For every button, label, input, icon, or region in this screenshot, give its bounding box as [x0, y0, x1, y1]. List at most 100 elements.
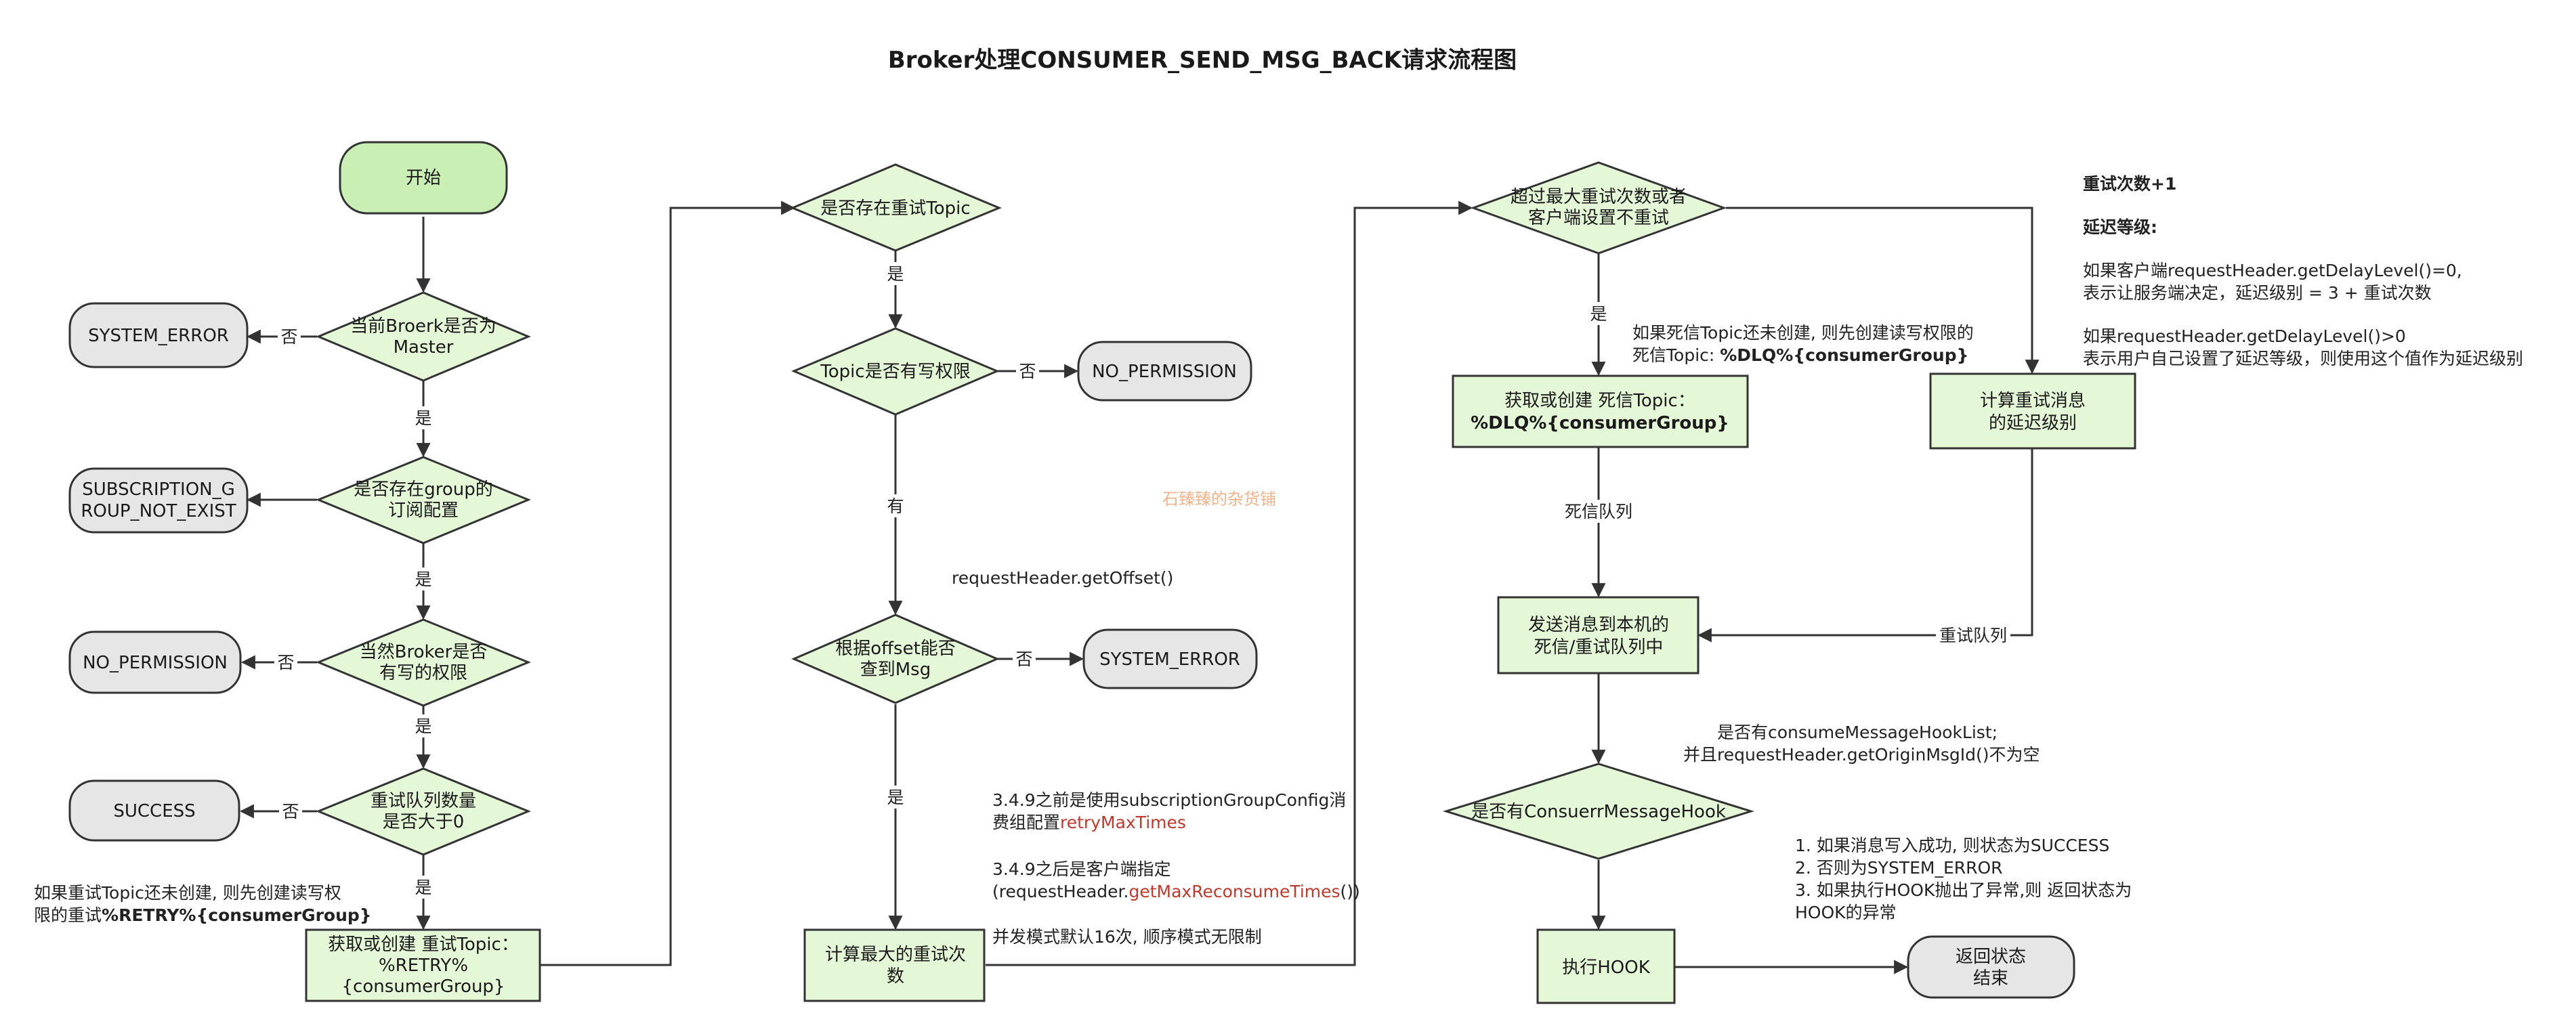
has-retry-topic-label: 是否存在重试Topic	[820, 198, 970, 219]
note-line: (requestHeader.getMaxReconsumeTimes())	[992, 882, 1360, 901]
note-bold-text: %DLQ%{consumerGroup}	[1720, 345, 1968, 365]
delay-level-line2: 的延迟级别	[1989, 413, 2077, 433]
no-permission-label: NO_PERMISSION	[1092, 362, 1237, 382]
note-line: 如果客户端requestHeader.getDelayLevel()=0,	[2083, 261, 2462, 280]
is-master-line2: Master	[394, 337, 454, 358]
edge-label-yes: 是	[415, 878, 431, 897]
note-delay-level: 重试次数+1 延迟等级: 如果客户端requestHeader.getDelay…	[2082, 174, 2523, 368]
edge-label-yes: 是	[415, 716, 431, 736]
broker-writable-line1: 当然Broker是否	[360, 642, 488, 662]
is-master-line1: 当前Broerk是否为	[350, 316, 497, 337]
no-permission-label: NO_PERMISSION	[83, 653, 228, 673]
edge-delay-to-send	[1697, 449, 2033, 643]
note-red-text: getMaxReconsumeTimes	[1128, 882, 1340, 901]
retry-topic-line2: %RETRY%	[379, 956, 468, 976]
max-retry-line2: 数	[887, 966, 904, 987]
edge-maxretry-to-col3	[986, 200, 1473, 966]
subscription-line1: SUBSCRIPTION_G	[82, 479, 235, 500]
note-line: 费组配置	[992, 813, 1060, 832]
return-status-line2: 结束	[1973, 968, 2008, 989]
retry-topic-line1: 获取或创建 重试Topic：	[328, 935, 519, 955]
note-version: 3.4.9之前是使用subscriptionGroupConfig消 费组配置r…	[992, 790, 1360, 947]
send-queue-line1: 发送消息到本机的	[1528, 615, 1669, 635]
start-label: 开始	[406, 168, 441, 188]
exec-hook-label: 执行HOOK	[1562, 958, 1650, 978]
node-system-error-1: SYSTEM_ERROR	[68, 302, 249, 368]
node-subscription-group-not-exist: SUBSCRIPTION_G ROUP_NOT_EXIST	[68, 467, 249, 534]
note-line: 如果requestHeader.getDelayLevel()>0	[2083, 326, 2406, 346]
note-line: 1. 如果消息写入成功, 则状态为SUCCESS	[1795, 836, 2109, 855]
note-line: 限的重试	[34, 905, 102, 925]
decision-topic-writable: Topic是否有写权限	[791, 327, 1000, 416]
decision-has-group-config: 是否存在group的 订阅配置	[316, 456, 531, 544]
note-line: 费组配置retryMaxTimes	[992, 813, 1186, 832]
exceed-line1: 超过最大重试次数或者	[1511, 187, 1687, 207]
process-calc-delay-level: 计算重试消息 的延迟级别	[1929, 372, 2136, 450]
edge-label-has: 有	[887, 496, 904, 516]
note-line: 限的重试%RETRY%{consumerGroup}	[34, 905, 372, 925]
note-hook-condition: 是否有consumeMessageHookList; 并且requestHead…	[1683, 723, 2040, 765]
max-retry-line1: 计算最大的重试次	[825, 945, 966, 965]
note-retry-topic: 如果重试Topic还未创建, 则先创建读写权 限的重试%RETRY%{consu…	[34, 883, 372, 925]
edge-label-yes: 是	[887, 264, 904, 284]
note-line: ())	[1340, 882, 1360, 901]
system-error-label: SYSTEM_ERROR	[88, 326, 229, 346]
edge-retrytopic-to-col2	[541, 200, 796, 966]
note-line: 并发模式默认16次, 顺序模式无限制	[992, 927, 1262, 947]
node-no-permission-2: NO_PERMISSION	[1077, 341, 1252, 402]
note-red-text: retryMaxTimes	[1060, 813, 1186, 832]
note-line: 死信Topic:	[1632, 345, 1720, 365]
dlq-topic-line2: %DLQ%{consumerGroup}	[1471, 413, 1729, 433]
edge-label-yes: 是	[415, 408, 431, 428]
offset-line2: 查到Msg	[860, 660, 931, 680]
dlq-topic-line1: 获取或创建 死信Topic：	[1504, 391, 1695, 411]
decision-has-hook: 是否有ConsuerrMessageHook	[1442, 763, 1755, 860]
decision-retry-queue-gt0: 重试队列数量 是否大于0	[316, 767, 531, 856]
process-send-to-queue: 发送消息到本机的 死信/重试队列中	[1497, 596, 1699, 674]
diagram-title: Broker处理CONSUMER_SEND_MSG_BACK请求流程图	[888, 47, 1517, 74]
edge-label-dlq-queue: 死信队列	[1565, 502, 1632, 521]
has-hook-label: 是否有ConsuerrMessageHook	[1471, 802, 1726, 822]
note-line: 3. 如果执行HOOK抛出了异常,则 返回状态为	[1795, 880, 2132, 900]
edge-label-no: 否	[282, 802, 299, 821]
note-line: 2. 否则为SYSTEM_ERROR	[1795, 858, 2003, 878]
note-line: 如果死信Topic还未创建, 则先创建读写权限的	[1632, 323, 1974, 343]
decision-find-msg-by-offset: 根据offset能否 查到Msg	[791, 614, 1000, 704]
decision-has-retry-topic: 是否存在重试Topic	[790, 163, 1002, 252]
note-line: HOOK的异常	[1795, 903, 1897, 922]
note-line: (requestHeader.	[992, 882, 1128, 901]
delay-level-line1: 计算重试消息	[1980, 391, 2086, 411]
note-line: 表示让服务端决定，延迟级别 = 3 + 重试次数	[2083, 283, 2432, 303]
system-error-label: SYSTEM_ERROR	[1099, 649, 1240, 670]
edge-label-no: 否	[277, 653, 294, 672]
process-calc-max-retry: 计算最大的重试次 数	[803, 928, 986, 1002]
edge-labels: 否 是 是 否 是 否 是 是 否 有 否 是 是 死信队列 重试队列	[274, 262, 2010, 899]
decision-exceed-max-retry: 超过最大重试次数或者 客户端设置不重试	[1470, 161, 1727, 255]
node-return-status: 返回状态 结束	[1907, 935, 2075, 999]
note-line: 表示用户自己设置了延迟等级，则使用这个值作为延迟级别	[2083, 349, 2523, 368]
group-config-line1: 是否存在group的	[354, 479, 493, 500]
edge-label-yes: 是	[415, 570, 431, 589]
process-get-dlq-topic: 获取或创建 死信Topic： %DLQ%{consumerGroup}	[1452, 374, 1749, 448]
note-line: 死信Topic: %DLQ%{consumerGroup}	[1632, 345, 1968, 365]
retry-queue-line1: 重试队列数量	[371, 791, 476, 811]
subscription-line2: ROUP_NOT_EXIST	[81, 501, 236, 521]
edge-label-retry-queue: 重试队列	[1939, 626, 2007, 645]
topic-writable-label: Topic是否有写权限	[820, 362, 970, 382]
edge-label-yes: 是	[1590, 304, 1607, 324]
exceed-line2: 客户端设置不重试	[1528, 208, 1669, 228]
edge-label-yes: 是	[887, 788, 904, 807]
note-offset: requestHeader.getOffset()	[952, 568, 1173, 588]
success-label: SUCCESS	[113, 801, 195, 821]
note-title: 延迟等级:	[2082, 217, 2157, 237]
note-title: 重试次数+1	[2083, 174, 2176, 194]
broker-writable-line2: 有写的权限	[379, 663, 467, 683]
offset-line1: 根据offset能否	[835, 639, 956, 659]
edge-exceed-no	[1726, 207, 2040, 374]
edge-label-no: 否	[280, 327, 297, 347]
note-line: 3.4.9之前是使用subscriptionGroupConfig消	[992, 790, 1346, 810]
edge-label-no: 否	[1019, 362, 1036, 381]
watermark: 石臻臻的杂货铺	[1162, 490, 1276, 509]
retry-topic-line3: {consumerGroup}	[342, 977, 505, 997]
